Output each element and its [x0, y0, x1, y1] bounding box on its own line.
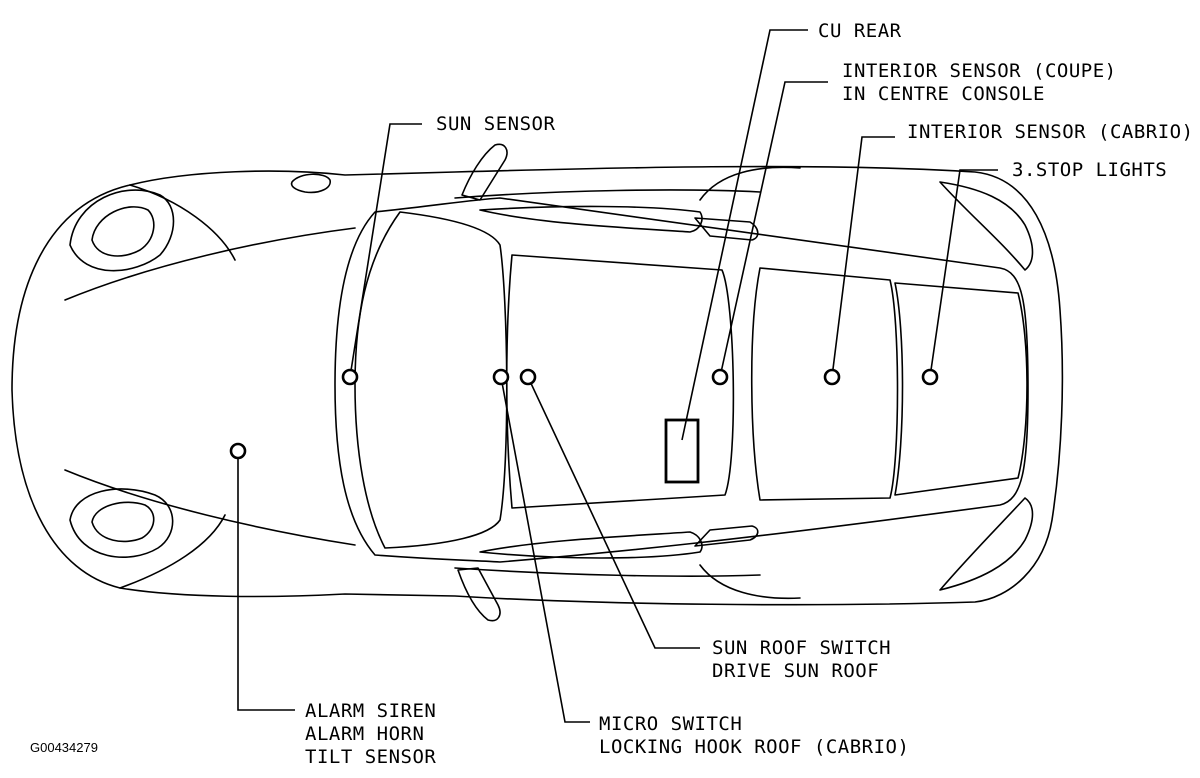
component-points — [229, 368, 939, 460]
rear-compartment — [750, 267, 899, 501]
label-sunroof-line1: SUN ROOF SWITCH — [712, 637, 891, 659]
label-micro-switch-line1: MICRO SWITCH — [599, 713, 742, 735]
leader-interior-cabrio — [831, 136, 895, 378]
micro-switch-point — [492, 368, 510, 386]
quarter-window-top — [694, 217, 759, 241]
rear-fender-top — [699, 166, 801, 201]
leader-alarm — [237, 451, 295, 711]
callout-labels: CU REAR INTERIOR SENSOR (COUPE) IN CENTR… — [30, 20, 1194, 768]
rear-intake-top — [939, 181, 1034, 271]
leader-cu-rear — [681, 29, 808, 441]
roof-panel — [505, 254, 735, 509]
windshield — [354, 211, 508, 549]
label-interior-coupe-line1: INTERIOR SENSOR (COUPE) — [842, 60, 1117, 82]
mirror-top — [461, 143, 508, 201]
label-cu-rear: CU REAR — [818, 20, 902, 42]
leader-interior-coupe — [719, 81, 828, 378]
headlight-lower-outer — [69, 488, 174, 558]
car-outline — [11, 143, 1064, 622]
car-body — [11, 165, 1064, 606]
rear-intake-bottom — [939, 497, 1034, 591]
alarm-point — [229, 442, 247, 460]
stop-lights-point — [921, 368, 939, 386]
label-interior-cabrio: INTERIOR SENSOR (CABRIO) — [907, 121, 1194, 143]
interior-cabrio-point — [823, 368, 841, 386]
leader-stop-lights — [929, 169, 998, 378]
interior-coupe-point — [711, 368, 729, 386]
cu-rear-box — [664, 418, 700, 484]
leader-micro-switch — [500, 376, 590, 723]
headlight-upper-outer — [69, 189, 175, 272]
sun-sensor-point — [341, 368, 359, 386]
rear-window — [894, 282, 1028, 496]
cabin-outline — [334, 197, 1029, 563]
rear-fender-bottom — [699, 564, 801, 600]
label-micro-switch-line2: LOCKING HOOK ROOF (CABRIO) — [599, 736, 909, 758]
front-fender-bottom — [119, 514, 226, 589]
front-vent — [290, 173, 331, 194]
label-stop-lights: 3.STOP LIGHTS — [1012, 159, 1167, 181]
headlight-lower-inner — [91, 501, 155, 543]
sunroof-switch-point — [519, 368, 537, 386]
door-line-bottom — [454, 567, 761, 577]
leader-lines — [237, 29, 998, 723]
leader-sun-sensor — [349, 123, 422, 378]
leader-sunroof — [527, 376, 700, 649]
figure-code: G00434279 — [30, 740, 98, 755]
front-fender-top — [129, 184, 236, 261]
label-alarm-line3: TILT SENSOR — [305, 746, 436, 768]
mirror-bottom — [457, 567, 501, 622]
label-interior-coupe-line2: IN CENTRE CONSOLE — [842, 83, 1045, 105]
label-alarm-line2: ALARM HORN — [305, 723, 424, 745]
quarter-window-bottom — [694, 525, 759, 547]
hood-line-bottom — [64, 469, 356, 546]
label-sun-sensor: SUN SENSOR — [436, 113, 555, 135]
label-alarm-line1: ALARM SIREN — [305, 700, 436, 722]
label-sunroof-line2: DRIVE SUN ROOF — [712, 660, 879, 682]
hood-line-top — [64, 227, 356, 301]
headlight-upper-inner — [91, 206, 155, 257]
door-line-top — [454, 189, 761, 199]
